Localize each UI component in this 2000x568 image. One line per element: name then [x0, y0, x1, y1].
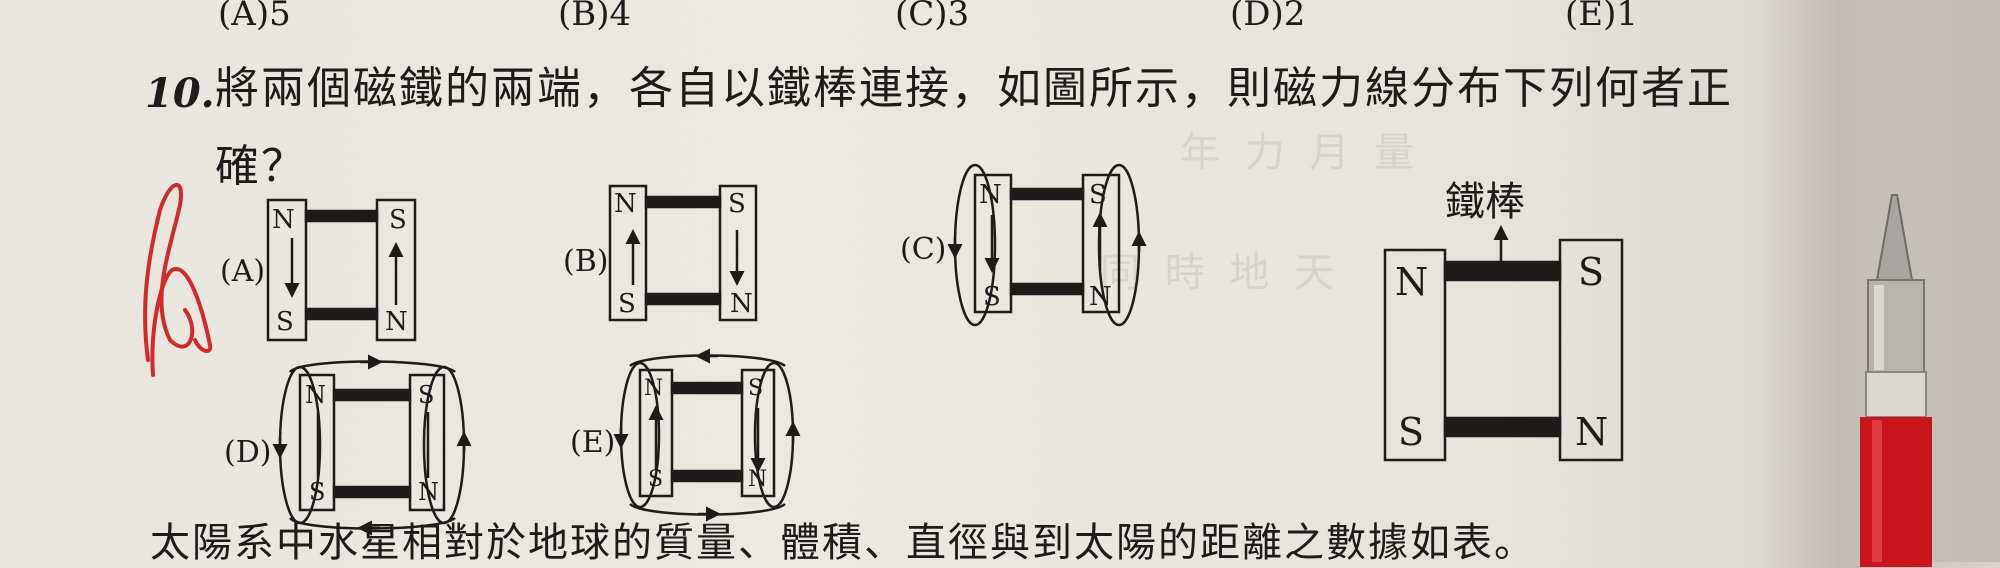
option-c-diagram [947, 163, 1147, 327]
option-d-diagram [272, 354, 472, 536]
next-question-text: 太陽系中水星相對於地球的質量、體積、直徑與到太陽的距離之數據如表。 [150, 520, 1536, 566]
top-option-b: (B)4 [558, 0, 632, 34]
option-d-pole-s-bottom: S [309, 478, 325, 506]
main-figure-pole-n-top: N [1395, 260, 1428, 304]
top-option-e: (E)1 [1565, 0, 1638, 34]
option-a-diagram [266, 198, 417, 342]
option-e-diagram [613, 348, 801, 522]
option-d-label: (D) [224, 435, 272, 470]
question-number: 10. [145, 70, 215, 117]
option-c-pole-s-top: S [1089, 180, 1107, 210]
option-e-pole-n-top: N [644, 376, 663, 401]
option-e-label: (E) [570, 425, 616, 460]
main-figure-pole-s-top: S [1578, 250, 1604, 294]
option-a-pole-n-bottom: N [385, 307, 408, 337]
show-through-text: 年 力 月 量 [1180, 130, 1421, 176]
option-e-pole-s-top: S [748, 376, 763, 401]
pen-tip [1860, 194, 1932, 567]
question-text-line2: 確？ [215, 141, 307, 192]
option-e-pole-s-bottom: S [648, 467, 663, 492]
option-d-pole-n-top: N [305, 381, 326, 409]
option-a-pole-s-top: S [389, 205, 407, 235]
option-d-pole-s-top: S [418, 381, 434, 409]
option-a-pole-n-top: N [272, 205, 295, 235]
option-a-pole-s-bottom: S [276, 307, 294, 337]
option-c-pole-n-bottom: N [1089, 282, 1112, 312]
option-b-pole-s-bottom: S [618, 289, 636, 319]
option-d-pole-n-bottom: N [418, 478, 439, 506]
option-b-label: (B) [563, 244, 609, 279]
option-a-label: (A) [220, 254, 266, 289]
option-e-pole-n-bottom: N [748, 467, 767, 492]
top-option-c: (C)3 [895, 0, 970, 34]
iron-bar-label: 鐵棒 [1445, 179, 1525, 225]
option-c-label: (C) [900, 232, 947, 267]
top-option-d: (D)2 [1230, 0, 1306, 34]
main-figure-pole-s-bottom: S [1398, 410, 1424, 454]
top-option-a: (A)5 [218, 0, 291, 34]
main-figure-pole-n-bottom: N [1575, 410, 1608, 454]
option-b-pole-s-top: S [728, 189, 746, 219]
handwriting-mark [143, 182, 213, 377]
option-b-pole-n-top: N [614, 189, 637, 219]
option-c-pole-s-bottom: S [983, 282, 1001, 312]
option-c-pole-n-top: N [979, 180, 1002, 210]
main-figure [1383, 225, 1624, 462]
question-text-line1: 將兩個磁鐵的兩端，各自以鐵棒連接，如圖所示，則磁力線分布下列何者正 [215, 63, 1733, 114]
option-b-pole-n-bottom: N [730, 289, 753, 319]
option-b-diagram [608, 184, 758, 322]
